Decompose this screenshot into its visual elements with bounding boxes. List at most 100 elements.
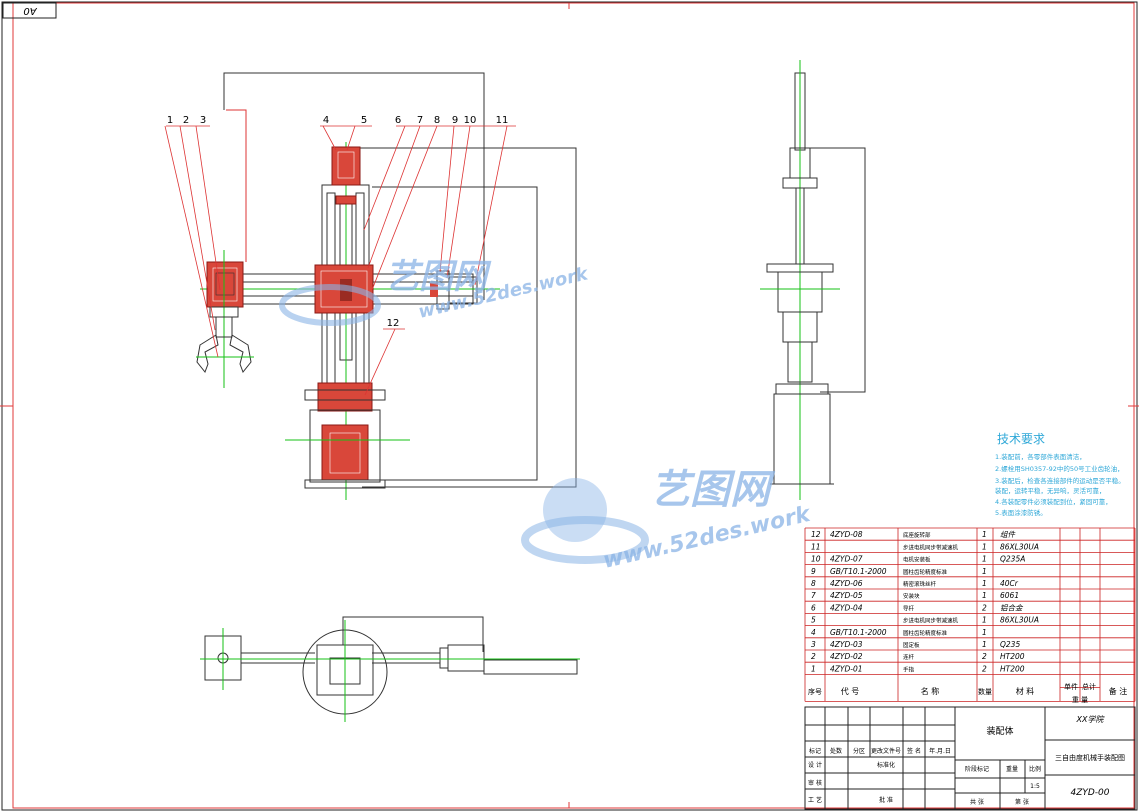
header-remark: 备 注 (1109, 686, 1128, 696)
label-stage-mark: 阶段标记 (965, 765, 989, 773)
label-sheet-no: 第 张 (1015, 798, 1029, 806)
bom-cell-code: 4ZYD-04 (830, 603, 863, 612)
label-sheets-total: 共 张 (970, 798, 984, 806)
title-block (804, 706, 1136, 810)
label-scale: 比例 (1029, 765, 1041, 773)
tech-req-line-6: 5.表面涂漆防锈。 (995, 508, 1047, 517)
bom-cell-name: 圆柱齿轮精度标准 (903, 629, 948, 637)
balloon-1: 1 (167, 115, 173, 126)
bom-cell-name: 精密滚珠丝杆 (903, 580, 937, 588)
bom-cell-no: 5 (811, 616, 816, 625)
bom-cell-code: 4ZYD-02 (830, 652, 863, 661)
tech-req-line-4: 装配，运转平稳，无异响，灵活可靠， (995, 486, 1106, 495)
bom-cell-code: GB/T10.1-2000 (830, 628, 887, 637)
drawing-title: 三自由度机械手装配图 (1055, 753, 1125, 762)
bom-cell-no: 1 (811, 664, 816, 673)
bom-cell-name: 安装块 (903, 592, 920, 600)
bom-cell-name: 固定板 (903, 641, 920, 649)
balloon-12: 12 (387, 318, 400, 329)
label-weight: 重量 (1006, 765, 1018, 773)
label-design: 设 计 (808, 761, 822, 769)
bom-cell-material: 86XL30UA (1000, 616, 1039, 625)
parts-list-header: 序号 代 号 名 称 数量 材 料 单件 总计 重 量 备 注 (808, 682, 1127, 704)
bom-cell-no: 12 (811, 530, 821, 539)
scale-value: 1:5 (1030, 783, 1040, 790)
label-review: 审 核 (808, 779, 822, 787)
tech-req-line-3: 3.装配后，检查各连接部件的运动是否平稳。 (995, 476, 1125, 485)
bom-cell-qty: 1 (982, 567, 987, 576)
balloon-7: 7 (417, 115, 423, 126)
bom-cell-material: 铝合金 (1000, 603, 1024, 612)
technical-requirements: 技术要求 1.装配前，各零部件表面清洁， 2.螺栓用SH0357-92中的50号… (995, 432, 1125, 517)
bom-cell-no: 11 (811, 542, 821, 551)
bom-cell-name: 圆柱齿轮精度标准 (903, 568, 948, 576)
bom-cell-material: HT200 (1000, 652, 1025, 661)
title-block-text: 装配体 XX学院 三自由度机械手装配图 4ZYD-00 标记 处数 分区 更改文… (808, 715, 1125, 806)
tech-req-line-2: 2.螺栓用SH0357-92中的50号工业齿轮油， (995, 464, 1124, 473)
balloon-6: 6 (395, 115, 401, 126)
bom-cell-name: 步进电机同步带减速机 (903, 543, 959, 551)
sheet-size-code: A0 (23, 5, 37, 16)
bom-cell-no: 2 (811, 652, 816, 661)
bom-cell-code: 4ZYD-08 (830, 530, 863, 539)
bom-cell-code: 4ZYD-05 (830, 591, 863, 600)
bom-cell-qty: 1 (982, 640, 987, 649)
watermark-brand-large: 艺图网 (650, 467, 776, 513)
bom-cell-material: 86XL30UA (1000, 542, 1039, 551)
bom-cell-material: 40Cr (1000, 579, 1019, 588)
label-signature: 签 名 (907, 747, 921, 755)
watermark-large: 艺图网 www.52des.work (521, 467, 814, 574)
bom-cell-code: 4ZYD-06 (830, 579, 863, 588)
label-standardize: 标准化 (877, 761, 895, 769)
bom-cell-qty: 1 (982, 616, 987, 625)
bom-cell-name: 步进电机同步带减速机 (903, 617, 959, 625)
bom-cell-no: 10 (811, 555, 821, 564)
bom-cell-qty: 1 (982, 591, 987, 600)
bom-cell-no: 7 (811, 591, 816, 600)
bom-cell-code: GB/T10.1-2000 (830, 567, 887, 576)
bom-cell-name: 手指 (903, 665, 915, 673)
balloon-8: 8 (434, 115, 440, 126)
bom-cell-material: 6061 (1000, 591, 1019, 600)
assembly-label: 装配体 (986, 725, 1013, 737)
bom-cell-qty: 1 (982, 530, 987, 539)
balloon-4: 4 (323, 115, 329, 126)
bom-cell-qty: 2 (982, 603, 987, 612)
bom-cell-qty: 1 (982, 628, 987, 637)
bom-cell-no: 6 (811, 603, 816, 612)
bom-cell-material: Q235A (1000, 555, 1025, 564)
bom-cell-material: Q235 (1000, 640, 1020, 649)
label-mark: 标记 (809, 747, 821, 755)
front-view: 1 2 3 4 5 6 7 8 9 10 11 12 (164, 72, 577, 500)
bom-cell-no: 9 (811, 567, 816, 576)
balloon-11: 11 (496, 115, 509, 126)
header-qty: 数量 (978, 687, 992, 696)
label-count: 处数 (830, 747, 842, 755)
bom-cell-code: 4ZYD-07 (830, 555, 863, 564)
header-material: 材 料 (1016, 686, 1035, 696)
label-date: 年.月.日 (929, 747, 951, 755)
bom-cell-code: 4ZYD-01 (830, 664, 863, 673)
label-change-doc: 更改文件号 (871, 747, 901, 755)
bom-cell-name: 连杆 (903, 653, 915, 661)
drawing-number: 4ZYD-00 (1070, 788, 1109, 798)
bom-cell-material: 组件 (1000, 530, 1016, 539)
school-name: XX学院 (1076, 715, 1106, 724)
label-zone: 分区 (853, 747, 865, 755)
bom-cell-qty: 1 (982, 555, 987, 564)
tech-req-line-1: 1.装配前，各零部件表面清洁， (995, 452, 1086, 461)
bom-cell-name: 电机安装板 (903, 556, 931, 564)
bom-cell-qty: 2 (982, 664, 987, 673)
bom-cell-material: HT200 (1000, 664, 1025, 673)
bom-cell-name: 底座旋转部 (903, 531, 931, 539)
balloon-numbers: 1 2 3 4 5 6 7 8 9 10 11 12 (167, 115, 509, 329)
parts-list-grid (804, 527, 1136, 702)
bom-cell-qty: 1 (982, 542, 987, 551)
balloon-5: 5 (361, 115, 367, 126)
header-total-wt: 总计 (1082, 682, 1096, 691)
tech-req-line-5: 4.各装配零件必须装配到位，紧固可靠， (995, 497, 1112, 506)
bom-cell-qty: 1 (982, 579, 987, 588)
